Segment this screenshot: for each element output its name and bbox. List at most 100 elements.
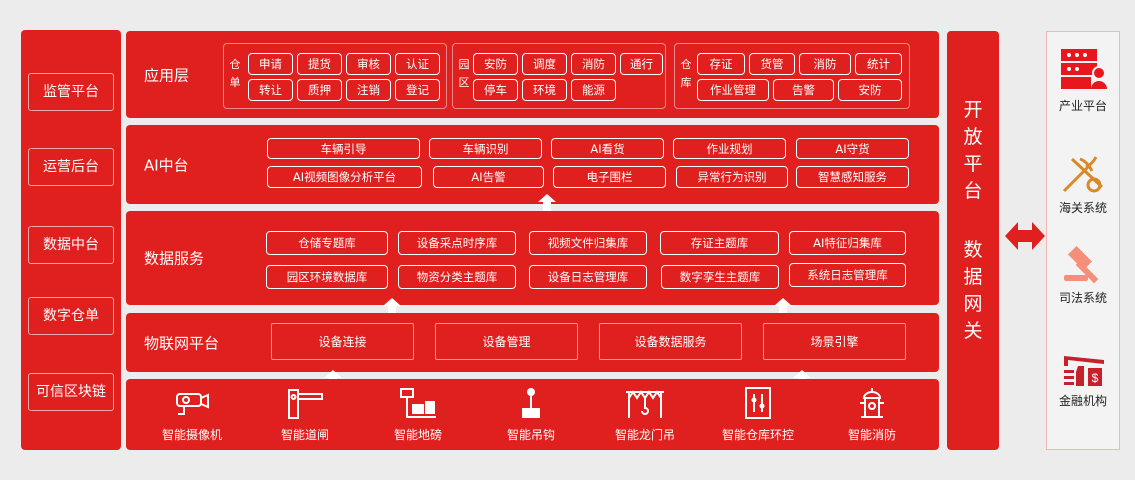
external-label: 司法系统	[1058, 291, 1107, 305]
device-scale[interactable]: 智能地磅	[363, 386, 473, 443]
external-judiciary[interactable]: 司法系统	[1046, 245, 1120, 306]
data-repo-button[interactable]: 设备采点时序库	[398, 231, 516, 255]
device-camera[interactable]: 智能摄像机	[137, 386, 247, 443]
up-arrow-icon	[538, 194, 556, 212]
app-layer: 应用层 仓单 申请 提货 审核 认证 转让 质押 注销 登记 园区 安防 调度 …	[126, 31, 939, 118]
ai-service-button[interactable]: 作业规划	[673, 138, 786, 159]
app-button[interactable]: 安防	[473, 53, 518, 75]
device-label: 智能消防	[847, 428, 896, 442]
crane-hook-icon	[522, 388, 540, 418]
gantry-crane-icon	[626, 390, 664, 418]
control-panel-icon	[745, 387, 771, 419]
app-button[interactable]: 环境	[522, 79, 567, 101]
device-label: 智能地磅	[393, 428, 442, 442]
device-fire[interactable]: 智能消防	[817, 386, 927, 443]
app-button[interactable]: 作业管理	[697, 79, 769, 101]
left-item-operations[interactable]: 运营后台	[28, 148, 114, 186]
iot-platform-layer: 物联网平台 设备连接 设备管理 设备数据服务 场景引擎	[126, 313, 939, 372]
svg-text:$: $	[1092, 371, 1099, 385]
customs-key-icon	[1062, 156, 1104, 193]
data-repo-button[interactable]: 园区环境数据库	[266, 265, 388, 289]
app-button[interactable]: 通行	[620, 53, 663, 75]
device-label: 智能龙门吊	[614, 428, 675, 442]
up-arrow-icon	[383, 298, 401, 316]
device-env-control[interactable]: 智能仓库环控	[703, 386, 813, 443]
data-repo-button[interactable]: 系统日志管理库	[789, 263, 906, 287]
group-label: 园区	[458, 58, 470, 89]
app-button[interactable]: 认证	[395, 53, 440, 75]
ai-service-button[interactable]: 车辆识别	[429, 138, 542, 159]
ai-service-button[interactable]: AI看货	[551, 138, 664, 159]
finance-icon: $	[1064, 356, 1104, 386]
ai-service-button[interactable]: 异常行为识别	[676, 166, 788, 188]
app-button[interactable]: 提货	[297, 53, 342, 75]
ai-layer: AI中台 车辆引导 车辆识别 AI看货 作业规划 AI守货 AI视频图像分析平台…	[126, 125, 939, 204]
data-repo-button[interactable]: 物资分类主题库	[398, 265, 516, 289]
app-button[interactable]: 审核	[346, 53, 391, 75]
gavel-icon	[1064, 245, 1099, 284]
data-repo-button[interactable]: AI特征归集库	[789, 231, 906, 255]
left-item-supervision[interactable]: 监管平台	[28, 73, 114, 111]
app-button[interactable]: 登记	[395, 79, 440, 101]
barrier-gate-icon	[288, 389, 323, 419]
device-label: 智能仓库环控	[721, 428, 794, 442]
left-item-blockchain[interactable]: 可信区块链	[28, 373, 114, 411]
external-label: 海关系统	[1058, 201, 1107, 215]
data-repo-button[interactable]: 存证主题库	[660, 231, 779, 255]
app-button[interactable]: 统计	[855, 53, 902, 75]
ai-service-button[interactable]: AI守货	[796, 138, 909, 159]
app-button[interactable]: 质押	[297, 79, 342, 101]
device-barrier[interactable]: 智能道闸	[250, 386, 360, 443]
device-gantry[interactable]: 智能龙门吊	[590, 386, 700, 443]
device-hook[interactable]: 智能吊钩	[476, 386, 586, 443]
camera-icon	[176, 393, 209, 415]
data-repo-button[interactable]: 仓储专题库	[266, 231, 388, 255]
group-label: 仓单	[229, 58, 241, 89]
app-button[interactable]: 告警	[773, 79, 834, 101]
app-button[interactable]: 消防	[571, 53, 616, 75]
external-industry-platform[interactable]: 产业平台	[1046, 47, 1120, 114]
layer-title: 物联网平台	[144, 334, 220, 352]
device-label: 智能吊钩	[506, 428, 555, 442]
ai-service-button[interactable]: 电子围栏	[553, 166, 666, 188]
double-arrow-icon	[1005, 222, 1045, 250]
iot-service-button[interactable]: 设备连接	[271, 323, 414, 360]
external-label: 产业平台	[1058, 99, 1107, 113]
layer-title: 应用层	[144, 66, 190, 84]
app-button[interactable]: 申请	[248, 53, 293, 75]
app-button[interactable]: 停车	[473, 79, 518, 101]
group-park: 园区 安防 调度 消防 通行 停车 环境 能源	[452, 43, 666, 109]
external-label: 金融机构	[1058, 394, 1107, 408]
data-repo-button[interactable]: 设备日志管理库	[529, 265, 647, 289]
app-button[interactable]: 消防	[799, 53, 851, 75]
iot-service-button[interactable]: 场景引擎	[763, 323, 906, 360]
open-platform-label: 开放平台	[963, 99, 983, 202]
ai-service-button[interactable]: AI告警	[433, 166, 544, 188]
app-button[interactable]: 货管	[749, 53, 795, 75]
app-button[interactable]: 转让	[248, 79, 293, 101]
data-repo-button[interactable]: 视频文件归集库	[529, 231, 647, 255]
device-label: 智能摄像机	[161, 428, 222, 442]
left-item-digital-receipt[interactable]: 数字仓单	[28, 297, 114, 335]
left-column	[21, 30, 121, 450]
external-customs[interactable]: 海关系统	[1046, 155, 1120, 216]
ai-service-button[interactable]: AI视频图像分析平台	[267, 166, 422, 188]
left-item-data-center[interactable]: 数据中台	[28, 226, 114, 264]
device-label: 智能道闸	[280, 428, 329, 442]
data-repo-button[interactable]: 数字孪生主题库	[661, 265, 779, 289]
iot-service-button[interactable]: 设备管理	[435, 323, 578, 360]
ai-service-button[interactable]: 车辆引导	[267, 138, 420, 159]
app-button[interactable]: 注销	[346, 79, 391, 101]
external-finance[interactable]: $ 金融机构	[1046, 352, 1120, 409]
ai-service-button[interactable]: 智慧感知服务	[796, 166, 909, 188]
app-button[interactable]: 调度	[522, 53, 567, 75]
layer-title: AI中台	[144, 156, 189, 174]
app-button[interactable]: 安防	[838, 79, 902, 101]
iot-service-button[interactable]: 设备数据服务	[599, 323, 742, 360]
group-warehouse-receipt: 仓单 申请 提货 审核 认证 转让 质押 注销 登记	[223, 43, 447, 109]
app-button[interactable]: 存证	[697, 53, 745, 75]
industry-platform-icon	[1061, 49, 1107, 89]
fire-hydrant-icon	[860, 388, 884, 418]
app-button[interactable]: 能源	[571, 79, 616, 101]
layer-title: 数据服务	[144, 249, 205, 268]
